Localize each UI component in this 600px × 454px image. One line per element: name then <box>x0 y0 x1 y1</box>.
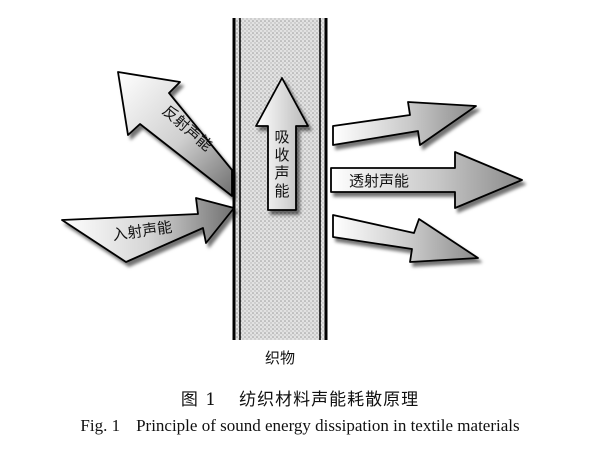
figure-title-en: Principle of sound energy dissipation in… <box>136 416 520 435</box>
absorbed-label-char: 能 <box>274 182 289 200</box>
transmitted-energy-arrows: 透射声能 <box>330 101 523 263</box>
absorbed-label-char: 吸 <box>274 128 289 146</box>
caption-english: Fig. 1 Principle of sound energy dissipat… <box>0 416 600 436</box>
incident-energy-arrow: 入射声能 <box>61 197 235 263</box>
transmitted-label: 透射声能 <box>349 172 409 190</box>
fabric-label: 织物 <box>265 349 295 367</box>
figure-title-cn: 纺织材料声能耗散原理 <box>239 390 420 410</box>
sound-dissipation-diagram: 吸 收 声 能 反射声能 入射声能 透射声能 织物 <box>61 18 523 367</box>
absorbed-energy-arrow: 吸 收 声 能 <box>255 77 309 211</box>
absorbed-label-char: 声 <box>274 164 289 182</box>
figure-number-cn: 图 1 <box>180 390 218 410</box>
reflected-energy-arrow: 反射声能 <box>117 71 233 197</box>
caption-chinese: 图 1 纺织材料声能耗散原理 <box>0 385 600 410</box>
figure-number-en: Fig. 1 <box>80 416 121 435</box>
absorbed-label-char: 收 <box>274 146 289 164</box>
